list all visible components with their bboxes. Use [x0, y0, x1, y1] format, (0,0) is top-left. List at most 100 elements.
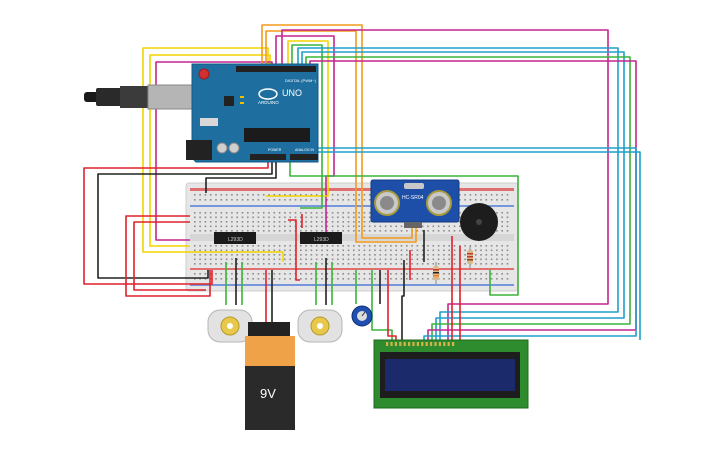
resistor-1[interactable]	[433, 262, 439, 284]
breadboard-hole	[305, 263, 307, 265]
breadboard-hole	[236, 273, 238, 275]
breadboard-hole	[284, 245, 286, 247]
breadboard-hole	[506, 230, 509, 232]
breadboard-hole	[305, 230, 307, 232]
dc-motor-left[interactable]	[207, 309, 253, 343]
breadboard-hole	[278, 216, 281, 219]
lcd-screen	[385, 359, 515, 391]
breadboard-hole	[374, 225, 376, 228]
breadboard-hole	[284, 273, 286, 275]
breadboard-hole	[204, 225, 207, 228]
l293d-label-left: L293D	[228, 237, 243, 243]
breadboard-hole	[395, 249, 397, 252]
breadboard-hole	[300, 194, 302, 196]
breadboard-hole	[284, 199, 286, 201]
breadboard-hole	[225, 249, 228, 252]
breadboard-hole	[278, 194, 281, 196]
breadboard-hole	[331, 230, 334, 232]
breadboard-hole	[225, 245, 228, 247]
breadboard-hole	[294, 194, 297, 196]
breadboard-hole	[337, 221, 339, 223]
breadboard-hole	[247, 273, 249, 275]
breadboard-hole	[273, 225, 276, 228]
breadboard-hole	[262, 212, 265, 214]
crystal	[200, 118, 218, 126]
breadboard-hole	[305, 199, 307, 201]
lcd-display[interactable]	[373, 339, 529, 409]
breadboard-hole	[247, 225, 249, 228]
motor-left-shaft	[227, 323, 233, 329]
wire-red-loop-1	[125, 215, 211, 297]
wire-red-mid	[288, 219, 300, 281]
breadboard-hole	[231, 221, 233, 223]
breadboard-hole	[395, 258, 397, 261]
breadboard-hole	[305, 221, 307, 223]
breadboard-hole	[273, 273, 276, 275]
breadboard-hole	[204, 258, 207, 261]
breadboard-hole	[252, 194, 254, 196]
dc-motor-right[interactable]	[297, 309, 343, 343]
breadboard-hole	[347, 245, 350, 247]
breadboard-hole	[406, 258, 408, 261]
breadboard-hole	[241, 221, 244, 223]
battery-9v[interactable]: 9V	[245, 322, 295, 430]
breadboard-hole	[268, 221, 270, 223]
breadboard-hole	[427, 230, 429, 232]
breadboard-hole	[490, 245, 493, 247]
breadboard-hole	[209, 249, 212, 252]
breadboard-hole	[368, 230, 371, 232]
breadboard-hole	[368, 263, 371, 265]
breadboard-hole	[427, 245, 429, 247]
buzzer[interactable]	[460, 203, 498, 241]
breadboard-hole	[342, 273, 344, 275]
breadboard-hole	[289, 254, 291, 256]
breadboard-hole	[384, 254, 387, 256]
breadboard-hole	[485, 245, 488, 247]
breadboard-hole	[501, 273, 503, 275]
wire-black-lcd	[401, 260, 405, 340]
breadboard-hole	[347, 254, 350, 256]
breadboard-hole	[321, 216, 323, 219]
reset-button[interactable]	[198, 68, 210, 80]
potentiometer[interactable]	[351, 305, 373, 327]
breadboard-hole	[315, 258, 318, 261]
breadboard-hole	[464, 199, 466, 201]
breadboard-hole	[347, 258, 350, 261]
wire-green-buzzer	[289, 148, 519, 296]
motor-driver-right[interactable]: L293D	[300, 232, 342, 244]
breadboard-hole	[342, 258, 344, 261]
breadboard-hole	[374, 245, 376, 247]
ultrasonic-sensor[interactable]: HC-SR04	[370, 179, 460, 228]
breadboard-hole	[353, 254, 355, 256]
breadboard-hole	[390, 258, 392, 261]
breadboard-hole	[358, 254, 360, 256]
breadboard-hole	[194, 199, 196, 201]
breadboard-hole	[395, 225, 397, 228]
resistor-2[interactable]	[467, 246, 473, 268]
breadboard-hole	[374, 258, 376, 261]
wire-cyan-lcd-2	[301, 51, 625, 340]
breadboard-hole	[342, 254, 344, 256]
breadboard-hole	[326, 249, 329, 252]
breadboard-hole	[368, 254, 371, 256]
breadboard-hole	[347, 263, 350, 265]
breadboard-hole	[448, 258, 450, 261]
breadboard-hole	[347, 225, 350, 228]
breadboard-hole	[236, 194, 238, 196]
breadboard-hole	[358, 230, 360, 232]
breadboard-hole	[284, 249, 286, 252]
breadboard-hole	[474, 273, 477, 275]
breadboard-hole	[353, 245, 355, 247]
breadboard-hole	[268, 278, 270, 280]
breadboard-hole	[496, 245, 498, 247]
arduino-uno[interactable]: DIGITAL (PWM~) ARDUINO UNO POWER ANALOG …	[84, 63, 319, 163]
breadboard-hole	[427, 254, 429, 256]
breadboard-hole	[278, 273, 281, 275]
breadboard-hole	[284, 225, 286, 228]
motor-driver-left[interactable]: L293D	[214, 232, 256, 244]
breadboard-hole	[220, 249, 223, 252]
breadboard-hole	[310, 245, 313, 247]
breadboard-hole	[231, 216, 233, 219]
breadboard-hole	[448, 245, 450, 247]
breadboard-hole	[485, 258, 488, 261]
